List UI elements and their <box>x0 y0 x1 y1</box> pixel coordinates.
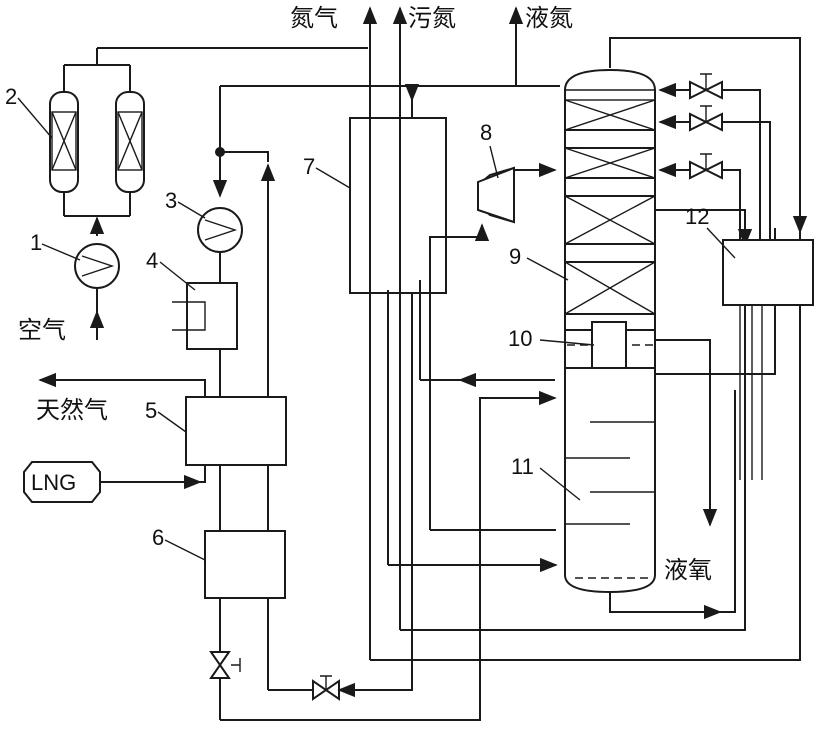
lng-feed-line <box>100 465 206 483</box>
liquid-nitrogen-output-label: 液氮 <box>525 4 573 32</box>
throttle-valve-bottom <box>312 675 340 701</box>
lng-tank: LNG <box>23 461 101 503</box>
label-9: 9 <box>509 244 521 269</box>
label-8: 8 <box>480 120 492 145</box>
label-5: 5 <box>145 398 157 423</box>
main-heat-exchanger <box>349 117 447 294</box>
bottom-feed-to-column <box>220 390 557 721</box>
subcooler <box>204 530 286 599</box>
lng-label: LNG <box>31 470 76 495</box>
reflux-valve-3 <box>658 153 741 240</box>
label-1: 1 <box>30 230 42 255</box>
label-4: 4 <box>146 248 158 273</box>
rectification-column <box>564 68 656 594</box>
label-10: 10 <box>508 326 532 351</box>
label-2: 2 <box>5 84 17 109</box>
condenser-evaporator <box>591 321 627 369</box>
label-3: 3 <box>165 188 177 213</box>
circulating-compressor <box>197 207 243 253</box>
air-input-label: 空气 <box>18 316 66 344</box>
liquid-subcooler <box>722 239 814 306</box>
liquid-oxygen-outlet <box>655 339 718 527</box>
label-11: 11 <box>511 454 534 479</box>
air-compressor <box>74 243 120 289</box>
hx-to-expander <box>429 223 490 530</box>
label-6: 6 <box>152 525 164 550</box>
label-7: 7 <box>303 154 315 179</box>
reflux-valve-1 <box>658 73 761 240</box>
waste-nitrogen-output-label: 污氮 <box>408 4 456 32</box>
adsorber-pair <box>49 47 368 217</box>
natural-gas-outlet <box>38 372 206 397</box>
turbo-expander <box>477 166 515 224</box>
lng-heat-exchanger <box>185 396 287 466</box>
reflux-valve-2 <box>658 105 771 240</box>
cooler <box>172 282 238 350</box>
nitrogen-gas-output-label: 氮气 <box>290 4 338 32</box>
throttle-valve-left <box>209 651 241 679</box>
label-12: 12 <box>685 204 709 229</box>
liquid-oxygen-label: 液氧 <box>664 556 712 584</box>
component-labels: 2 1 3 4 5 6 7 8 9 10 11 12 <box>5 84 736 561</box>
natural-gas-output-label: 天然气 <box>36 396 108 424</box>
